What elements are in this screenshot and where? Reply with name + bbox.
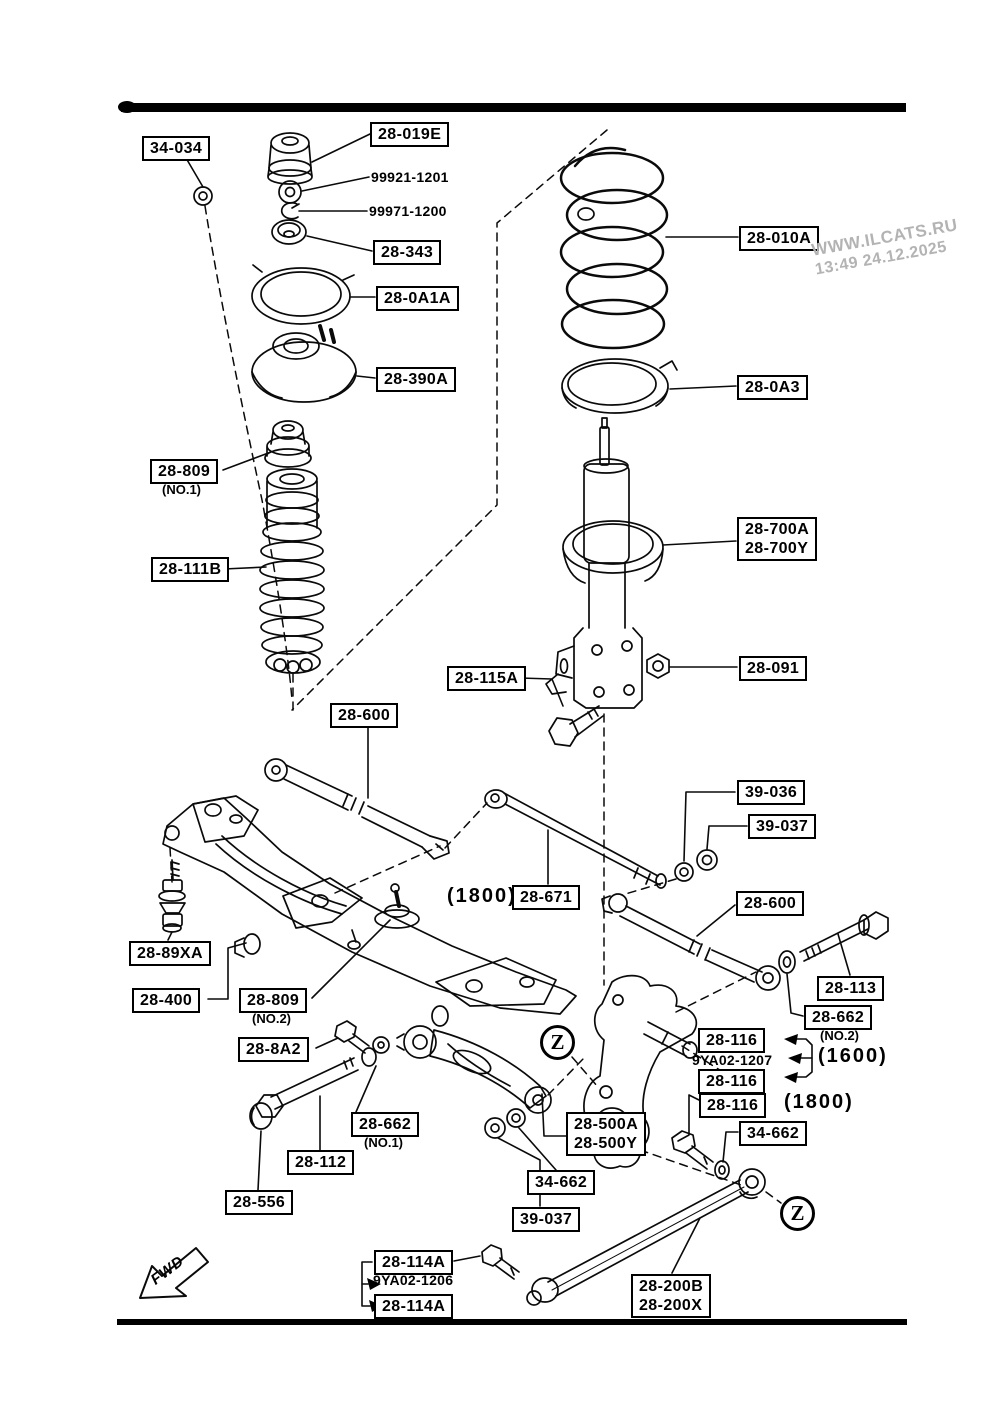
bump-stop-28-809-no1	[264, 420, 312, 468]
lateral-link-28-600-upper	[264, 758, 450, 860]
washer-99971-1200	[280, 201, 300, 220]
nut-39-037-lower	[484, 1117, 506, 1139]
nut-39-037-upper	[696, 849, 718, 871]
lower-arm-28-500	[396, 1025, 552, 1114]
washer-34-662-right	[714, 1160, 730, 1180]
washer-28-662-no2	[778, 950, 796, 974]
lateral-link-28-600-right	[601, 893, 781, 991]
strut-mount-28-390A	[251, 324, 357, 403]
shock-absorber-28-700	[545, 417, 664, 709]
nut-28-091	[646, 653, 670, 679]
washer-39-036	[674, 862, 694, 882]
crossmember-28-400	[162, 795, 577, 1027]
bolt-28-116-group	[671, 1130, 714, 1170]
detail-marker-2: Z	[780, 1196, 815, 1231]
top-rule-bar	[118, 101, 906, 113]
dust-boot-28-111B	[259, 468, 325, 674]
spring-lower-seat-28-0A3	[561, 358, 678, 414]
leader-lines	[167, 133, 851, 1312]
rear-knuckle	[579, 974, 698, 1169]
bottom-rule-bar	[117, 1319, 907, 1325]
bolt-28-113	[799, 911, 889, 962]
trailing-arm-28-200	[526, 1168, 766, 1306]
coil-spring-28-010A	[559, 146, 669, 350]
bolt-28-115A	[548, 705, 604, 747]
fwd-arrow	[139, 1247, 209, 1299]
detail-marker-1: Z	[540, 1025, 575, 1060]
lateral-rod-28-671	[484, 789, 667, 889]
bump-rubber-28-019E	[267, 132, 313, 185]
bolt-28-114A	[481, 1244, 520, 1280]
bolt-28-8A2	[334, 1020, 370, 1054]
bearing-28-343	[271, 219, 307, 245]
nut-34-034	[193, 186, 213, 206]
bolt-28-89XA	[158, 859, 186, 933]
ball-joint-28-809-no2	[374, 883, 420, 929]
bolt-28-112	[255, 1057, 359, 1118]
nut-washer-28-662-no1	[361, 1036, 390, 1067]
washer-34-662-center	[506, 1108, 526, 1128]
spring-upper-seat-28-0A1A	[251, 264, 355, 325]
dashed-construction-lines	[169, 129, 782, 1204]
cap-28-556	[249, 1102, 273, 1130]
